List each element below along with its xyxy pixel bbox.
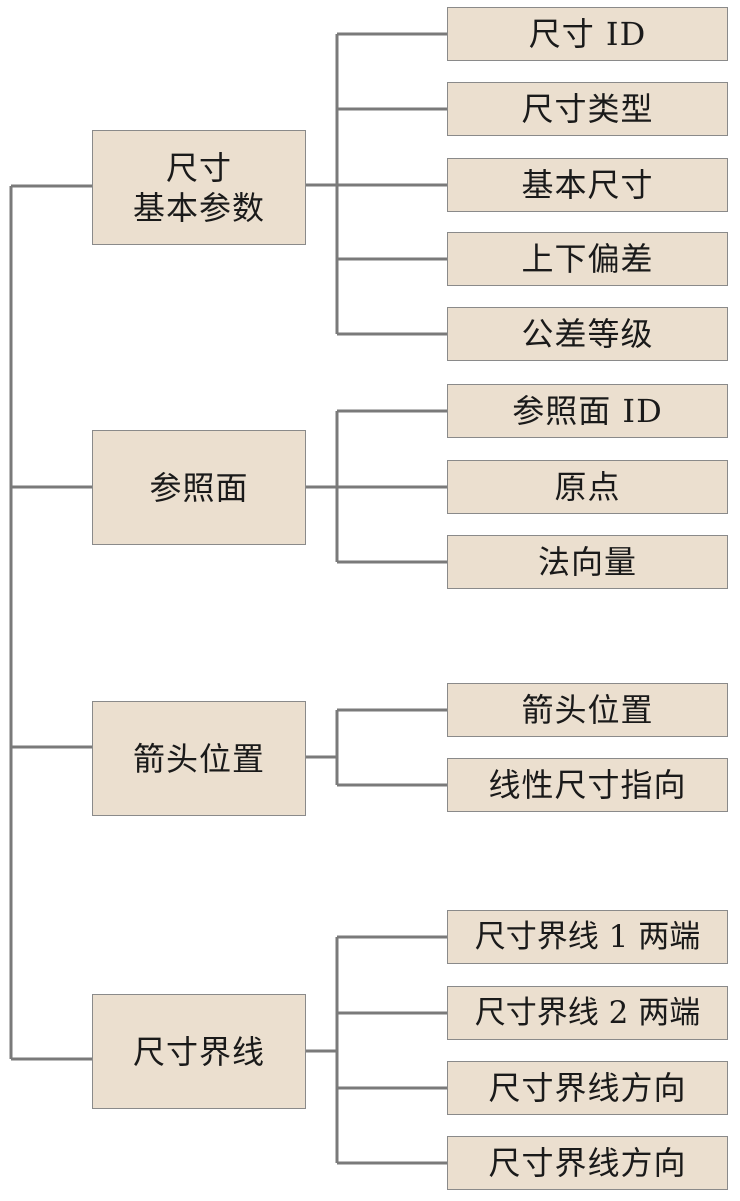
leaf-node-label: 基本尺寸 [521, 166, 654, 204]
leaf-node: 参照面 ID [447, 384, 728, 438]
group-node-label-line: 参照面 [149, 468, 249, 507]
leaf-node-label: 尺寸界线 2 两端 [474, 994, 701, 1031]
leaf-node: 箭头位置 [447, 683, 728, 737]
leaf-node: 法向量 [447, 535, 728, 589]
leaf-node: 线性尺寸指向 [447, 758, 728, 812]
leaf-node: 尺寸界线方向 [447, 1136, 728, 1190]
leaf-node: 尺寸界线方向 [447, 1061, 728, 1115]
group-node-label-line: 箭头位置 [132, 739, 265, 778]
leaf-node-label: 法向量 [537, 543, 637, 581]
group-node-reference-plane: 参照面 [92, 430, 306, 545]
leaf-node-label: 参照面 ID [512, 392, 663, 430]
group-node-dimension-basic-params: 尺寸 基本参数 [92, 130, 306, 245]
leaf-node-label: 箭头位置 [521, 691, 654, 729]
leaf-node: 公差等级 [447, 307, 728, 361]
leaf-node-label: 尺寸类型 [521, 90, 654, 128]
leaf-node-label: 尺寸界线方向 [488, 1144, 687, 1182]
group-node-label-line: 尺寸界线 [132, 1032, 265, 1071]
leaf-node: 原点 [447, 460, 728, 514]
leaf-node-label: 上下偏差 [521, 240, 654, 278]
group-node-arrow-position: 箭头位置 [92, 701, 306, 816]
leaf-node: 上下偏差 [447, 232, 728, 286]
leaf-node-label: 尺寸界线 1 两端 [474, 918, 701, 955]
leaf-node-label: 原点 [554, 468, 621, 506]
leaf-node: 基本尺寸 [447, 158, 728, 212]
leaf-node-label: 线性尺寸指向 [488, 766, 687, 804]
leaf-node: 尺寸类型 [447, 82, 728, 136]
group-node-extension-line: 尺寸界线 [92, 994, 306, 1109]
group-node-label-line: 基本参数 [132, 188, 265, 227]
leaf-node: 尺寸界线 2 两端 [447, 986, 728, 1040]
leaf-node-label: 尺寸 ID [528, 15, 647, 53]
leaf-node-label: 尺寸界线方向 [488, 1069, 687, 1107]
leaf-node: 尺寸界线 1 两端 [447, 910, 728, 964]
leaf-node-label: 公差等级 [521, 315, 654, 353]
leaf-node: 尺寸 ID [447, 7, 728, 61]
group-node-label-line: 尺寸 [165, 148, 232, 187]
